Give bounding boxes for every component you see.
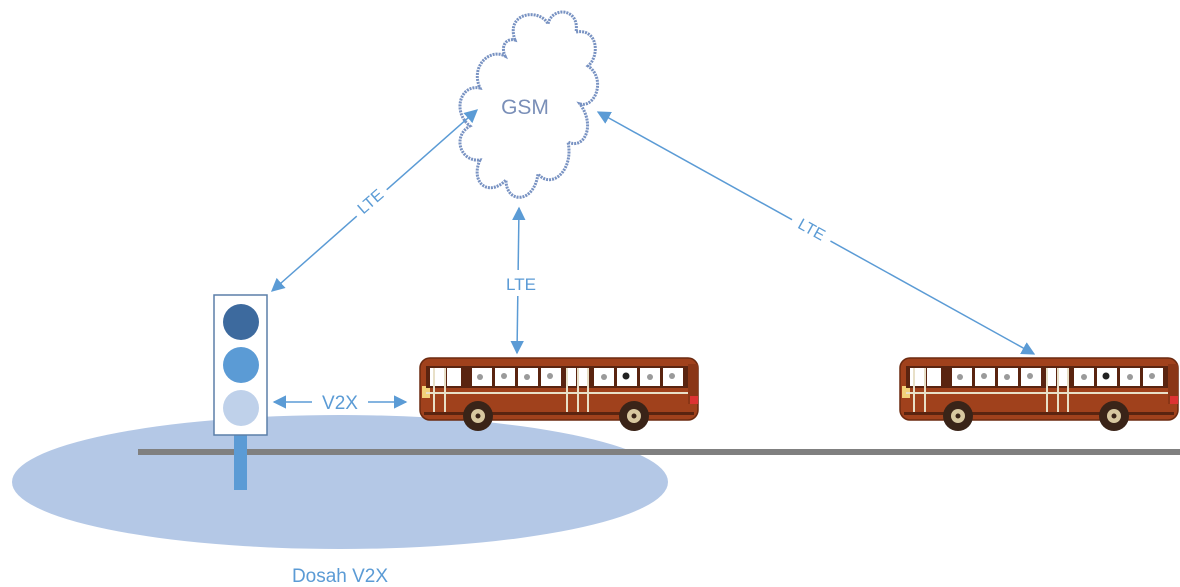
bus-far — [899, 357, 1179, 432]
v2x-label: V2X — [322, 393, 358, 414]
coverage-label: Dosah V2X — [292, 566, 388, 587]
traffic-light-top-lamp — [223, 304, 259, 340]
traffic-light-pole — [234, 434, 247, 490]
v2x-coverage-area — [12, 415, 668, 549]
lte-label-center: LTE — [506, 275, 536, 294]
road — [138, 449, 1180, 455]
gsm-cloud — [458, 10, 599, 199]
traffic-light-bottom-lamp — [223, 390, 259, 426]
traffic-light — [213, 294, 268, 436]
traffic-light-middle-lamp — [223, 347, 259, 383]
bus-near — [419, 357, 699, 432]
cloud-label: GSM — [501, 96, 549, 119]
